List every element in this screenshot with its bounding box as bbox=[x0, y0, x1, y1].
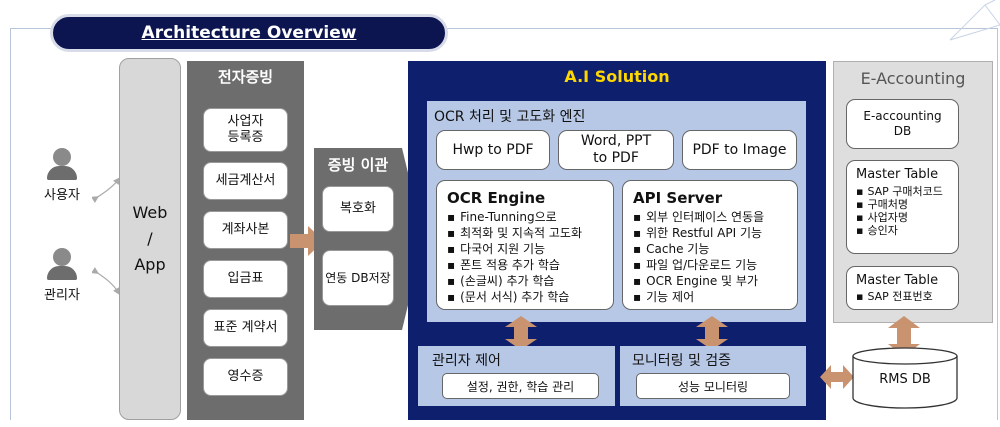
api-server-item: 위한 Restful API 기능 bbox=[633, 225, 797, 241]
master-table-1-list: SAP 구매처코드 구매처명 사업자명 승인자 bbox=[856, 185, 958, 237]
doc-receipt: 영수증 bbox=[203, 358, 288, 396]
hwp-to-pdf-box: Hwp to PDF bbox=[436, 130, 550, 170]
decrypt-box: 복호화 bbox=[322, 186, 394, 232]
user-label: 사용자 bbox=[44, 188, 80, 203]
admin-label: 관리자 bbox=[44, 288, 80, 303]
api-monitor-arrow bbox=[696, 316, 728, 350]
admin-control-title: 관리자 제어 bbox=[432, 353, 501, 369]
api-server-box: API Server 외부 인터페이스 연동을 위한 Restful API 기… bbox=[622, 180, 798, 310]
master-table-item: 승인자 bbox=[856, 224, 958, 237]
api-server-item: 파일 업/다운로드 기능 bbox=[633, 257, 797, 273]
api-server-list: 외부 인터페이스 연동을 위한 Restful API 기능 Cache 기능 … bbox=[633, 209, 797, 305]
api-server-item: 외부 인터페이스 연동을 bbox=[633, 209, 797, 225]
api-server-title: API Server bbox=[633, 189, 723, 207]
ocr-engine-box: OCR Engine Fine-Tunning으로 최적화 및 지속적 고도화 … bbox=[436, 180, 614, 310]
doc-tax-invoice: 세금계산서 bbox=[203, 162, 288, 200]
page-title-text: Architecture Overview bbox=[141, 23, 357, 43]
performance-monitoring-box: 성능 모니터링 bbox=[636, 373, 790, 399]
doc-line: 등록증 bbox=[227, 130, 264, 145]
monitoring-title: 모니터링 및 검증 bbox=[632, 353, 732, 369]
rms-db-label: RMS DB bbox=[879, 372, 931, 387]
doc-line: 사업자 bbox=[227, 114, 264, 129]
ocr-engine-list: Fine-Tunning으로 최적화 및 지속적 고도화 다국어 지원 기능 폰… bbox=[447, 209, 613, 305]
word-ppt-to-pdf-box: Word, PPT to PDF bbox=[558, 130, 674, 170]
db-line: DB bbox=[893, 124, 912, 138]
outer-frame bbox=[10, 28, 998, 420]
converter-line: to PDF bbox=[593, 150, 639, 166]
e-accounting-db-box: E-accounting DB bbox=[846, 99, 959, 149]
api-server-item: 기능 제어 bbox=[633, 289, 797, 305]
master-table-2-title: Master Table bbox=[856, 273, 939, 288]
ai-rms-arrow bbox=[820, 365, 854, 389]
web-app-box: Web / App bbox=[119, 58, 181, 420]
db-save-box: 연동 DB저장 bbox=[322, 250, 394, 306]
slash-label: / bbox=[147, 229, 153, 248]
rms-db-cylinder-icon bbox=[852, 347, 958, 409]
ocr-engine-item: 최적화 및 지속적 고도화 bbox=[447, 225, 613, 241]
db-line: E-accounting bbox=[863, 109, 942, 123]
api-server-item: OCR Engine 및 부가 bbox=[633, 273, 797, 289]
master-table-item: 구매처명 bbox=[856, 198, 958, 211]
pdf-to-image-box: PDF to Image bbox=[682, 130, 797, 170]
master-table-2-list: SAP 전표번호 bbox=[856, 290, 958, 303]
user-web-arrows bbox=[92, 177, 121, 296]
ocr-admin-arrow bbox=[505, 316, 537, 350]
ocr-engine-item: (문서 서식) 추가 학습 bbox=[447, 289, 613, 305]
master-table-1-box: Master Table SAP 구매처코드 구매처명 사업자명 승인자 bbox=[846, 160, 959, 254]
page-title: Architecture Overview bbox=[50, 14, 448, 52]
transfer-title: 증빙 이관 bbox=[327, 156, 389, 174]
user-icon bbox=[47, 148, 77, 182]
admin-icon bbox=[47, 248, 77, 282]
ocr-engine-item: Fine-Tunning으로 bbox=[447, 209, 613, 225]
master-table-item: SAP 구매처코드 bbox=[856, 185, 958, 198]
ocr-engine-title: OCR Engine bbox=[447, 189, 546, 207]
master-table-2-box: Master Table SAP 전표번호 bbox=[846, 266, 959, 310]
ai-solution-title: A.I Solution bbox=[564, 67, 670, 86]
master-table-item: SAP 전표번호 bbox=[856, 290, 958, 303]
doc-deposit-slip: 입금표 bbox=[203, 260, 288, 298]
decorative-network-icon bbox=[949, 0, 1000, 41]
ocr-engine-item: 폰트 적용 추가 학습 bbox=[447, 257, 613, 273]
converter-line: Word, PPT bbox=[580, 133, 652, 149]
ocr-section-title: OCR 처리 및 고도화 엔진 bbox=[434, 109, 586, 125]
e-accounting-title: E-Accounting bbox=[860, 69, 966, 88]
admin-settings-box: 설정, 권한, 학습 관리 bbox=[442, 373, 599, 399]
evidence-title: 전자증빙 bbox=[217, 68, 274, 86]
ocr-engine-item: (손글씨) 추가 학습 bbox=[447, 273, 613, 289]
app-label: App bbox=[134, 255, 166, 274]
web-label: Web bbox=[132, 203, 168, 222]
doc-standard-contract: 표준 계약서 bbox=[203, 309, 288, 347]
doc-business-registration: 사업자 등록증 bbox=[203, 108, 288, 152]
master-table-1-title: Master Table bbox=[856, 167, 939, 182]
ocr-engine-item: 다국어 지원 기능 bbox=[447, 241, 613, 257]
eaccounting-rms-arrow bbox=[888, 316, 920, 356]
master-table-item: 사업자명 bbox=[856, 211, 958, 224]
doc-account-copy: 계좌사본 bbox=[203, 211, 288, 249]
api-server-item: Cache 기능 bbox=[633, 241, 797, 257]
